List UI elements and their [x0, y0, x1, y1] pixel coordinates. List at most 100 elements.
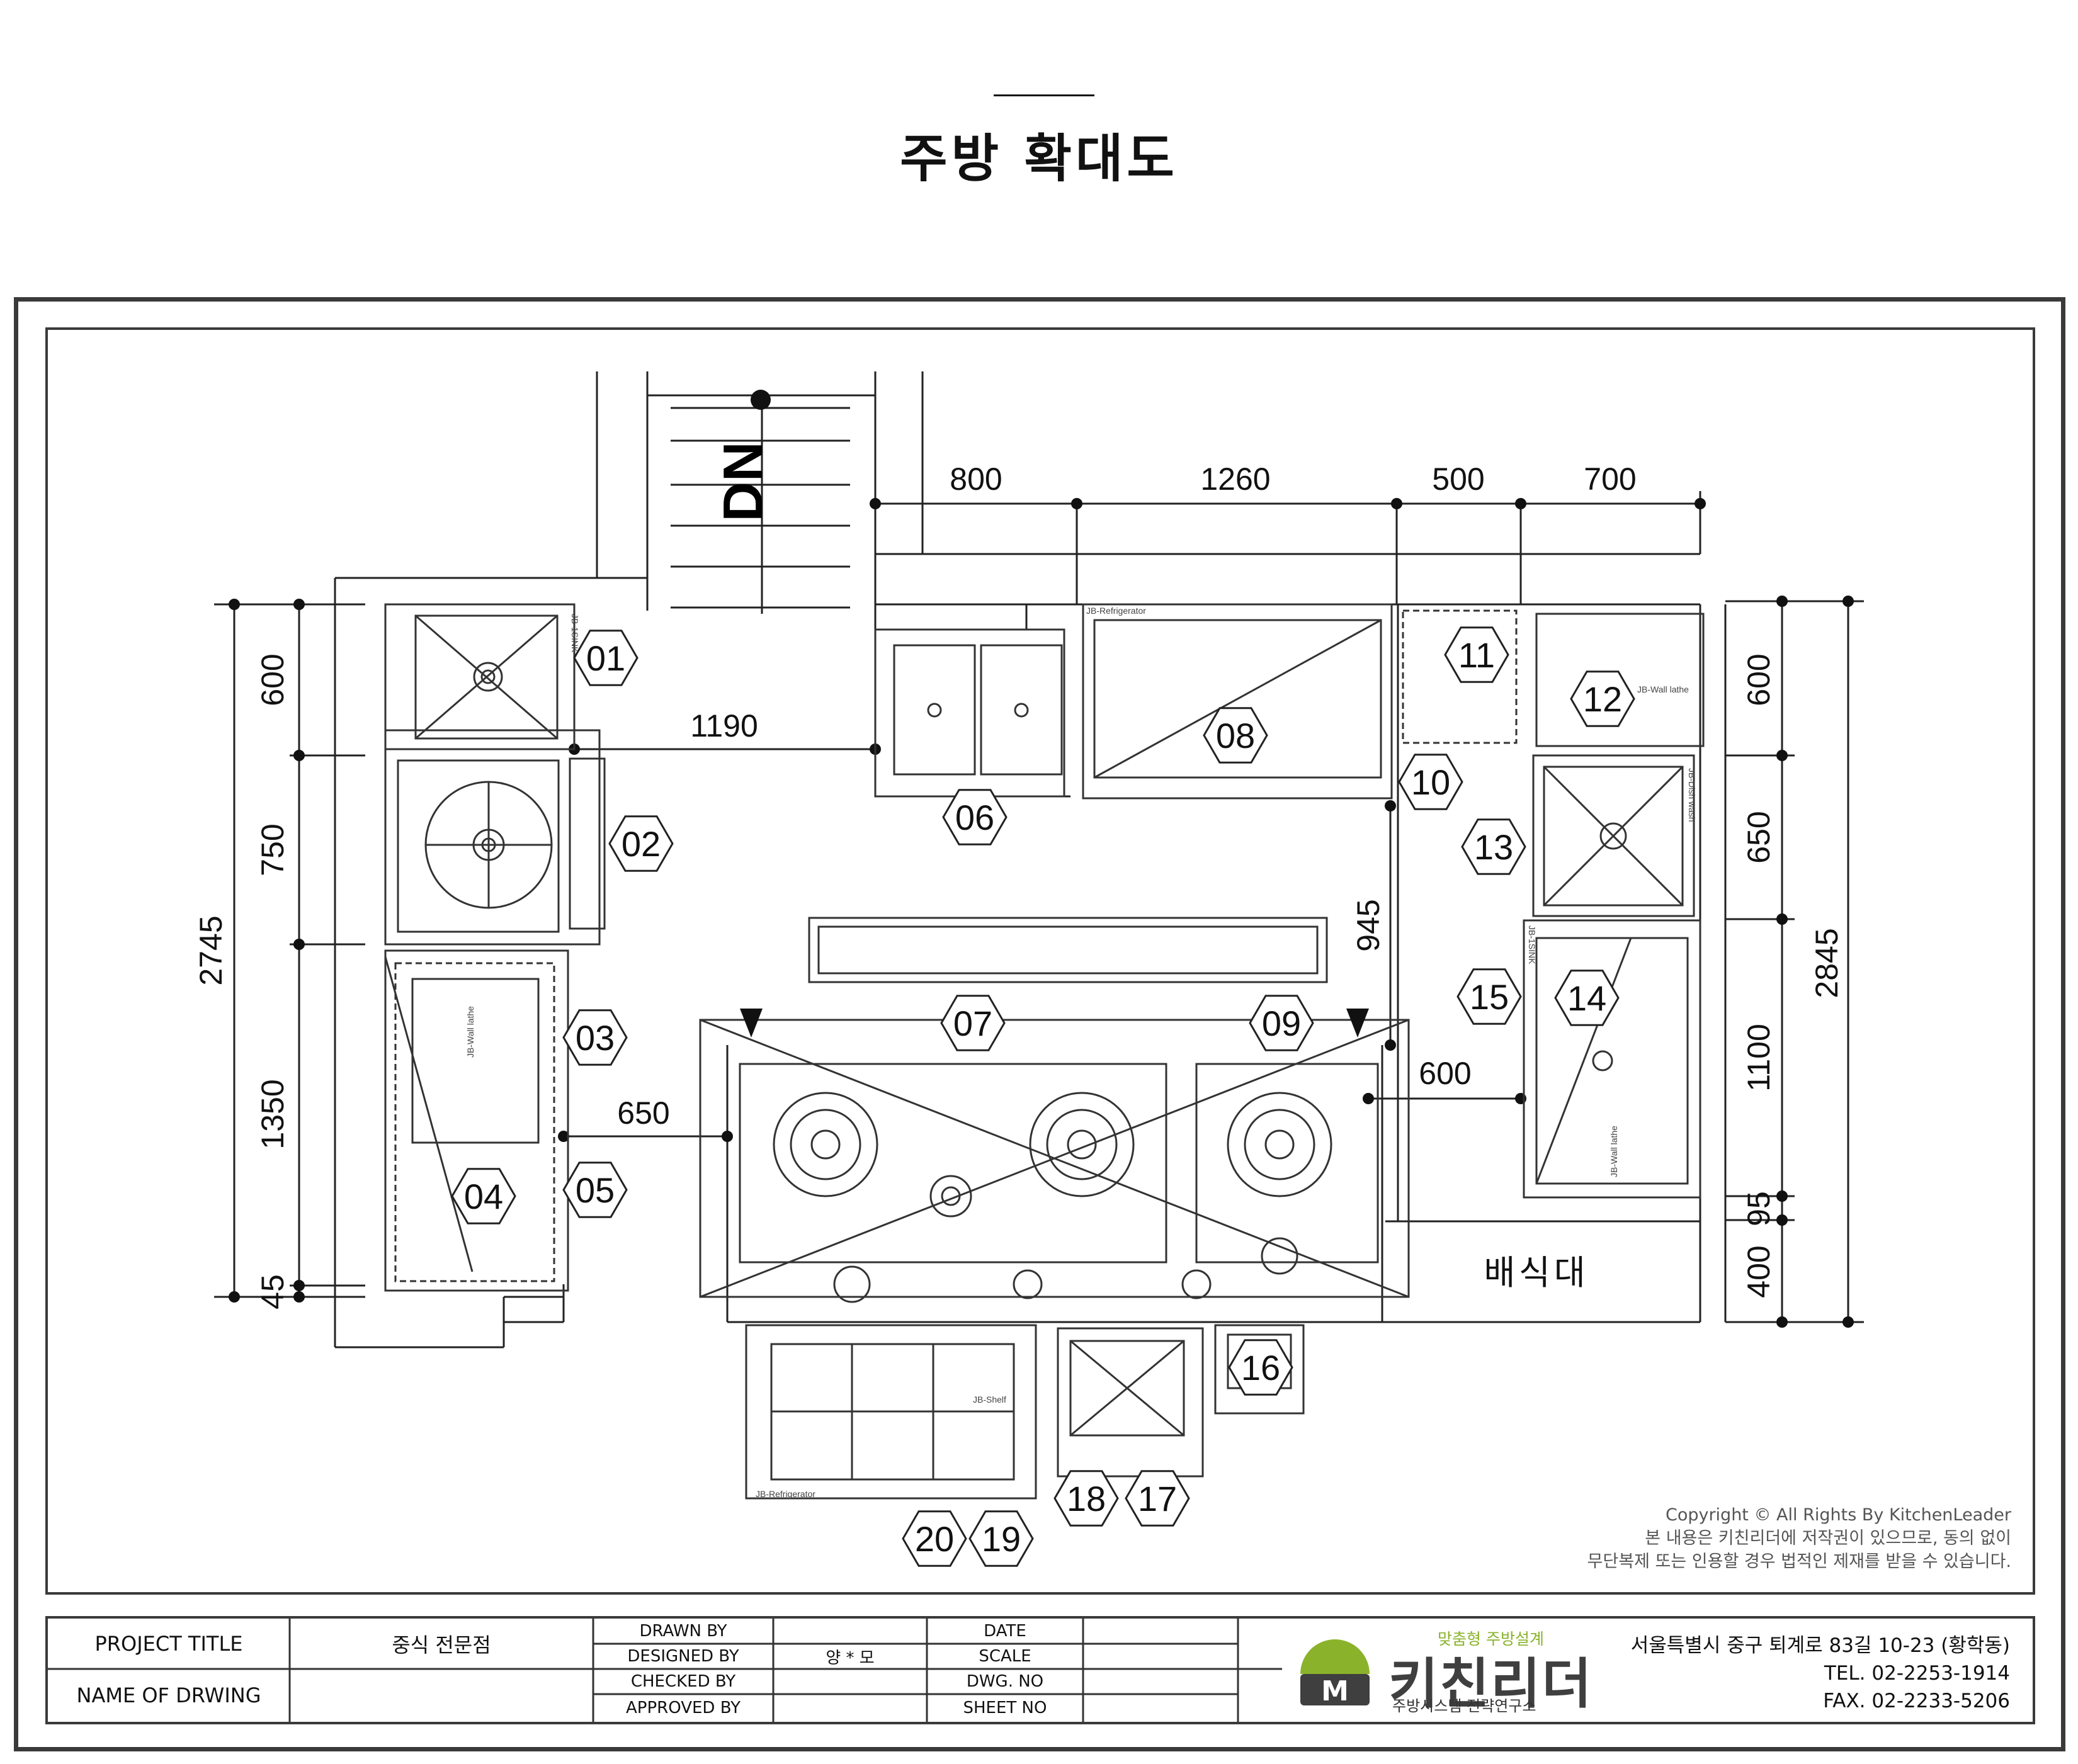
logo-tagline: 맞춤형 주방설계: [1438, 1630, 1544, 1648]
checked-by-label: CHECKED BY: [630, 1672, 736, 1691]
svg-text:M: M: [1321, 1675, 1349, 1707]
item-number-14: 14: [1567, 978, 1606, 1018]
copyright-line-1: Copyright © All Rights By KitchenLeader: [1665, 1505, 2011, 1525]
item-hexagon-14: [1554, 970, 1620, 1026]
company-logo: M 맞춤형 주방설계 키친리더 주방시스템 전략연구소: [1288, 1627, 1615, 1716]
equipment-14-15-sink: [1523, 919, 1701, 1199]
dim-top-4: 700: [1584, 461, 1636, 497]
item-hexagon-08: [1203, 707, 1268, 764]
dimension-dots: [229, 498, 1854, 1328]
equipment-02-range: [384, 729, 601, 946]
logo-wordmark: 키친리더: [1388, 1653, 1593, 1716]
dim-top-3: 500: [1432, 461, 1484, 497]
room-label: 배식대: [1484, 1254, 1589, 1292]
item-number-09: 09: [1262, 1004, 1301, 1043]
item-number-12: 12: [1583, 679, 1622, 719]
tiny-label-sink1: JB-1SINK: [570, 614, 580, 653]
dim-right-5: 400: [1741, 1245, 1776, 1298]
dim-right-2: 650: [1741, 811, 1776, 863]
item-number-15: 15: [1470, 977, 1509, 1017]
item-hexagon-05: [562, 1162, 628, 1218]
item-hexagon-15: [1456, 968, 1522, 1025]
item-number-18: 18: [1067, 1479, 1106, 1518]
tiny-label-wall-lathe-right: JB-Wall lathe: [1637, 684, 1689, 694]
equipment-19-20-refrigerator: [745, 1324, 1037, 1500]
item-number-10: 10: [1411, 762, 1450, 802]
equipment-12-wall-lathe: [1535, 613, 1705, 747]
dim-top-1: 800: [950, 461, 1002, 497]
walls: [334, 371, 1727, 1348]
equipment-17-18: [1057, 1327, 1204, 1478]
dim-inner-600: 600: [1419, 1056, 1471, 1091]
equipment-13-dishwash: [1532, 754, 1695, 917]
item-hexagon-07: [940, 995, 1006, 1051]
company-fax: FAX. 02-2233-5206: [1823, 1690, 2010, 1712]
equipment-03-04: [384, 949, 569, 1292]
drawing-name-label: NAME OF DRWING: [76, 1683, 261, 1707]
tiny-label-sink2: JB-1SINK: [1527, 925, 1537, 964]
equipment-11: [1402, 609, 1518, 744]
tiny-label-shelf: JB-Shelf: [973, 1394, 1006, 1405]
dim-top-2: 1260: [1200, 461, 1270, 497]
dim-right-1: 600: [1741, 653, 1776, 706]
equipment-01-sink: [384, 603, 576, 750]
title-rule: [994, 94, 1094, 96]
dim-left-3: 1350: [255, 1079, 290, 1149]
item-hexagon-03: [562, 1009, 628, 1066]
item-hexagon-13: [1461, 818, 1526, 875]
tiny-labels: JB-1SINK JB-Wall lathe JB-Refrigerator J…: [465, 606, 1697, 1499]
scale-label: SCALE: [979, 1647, 1031, 1666]
copyright-line-2: 본 내용은 키친리더에 저작권이 있으므로, 동의 없이: [1645, 1529, 2011, 1548]
logo-mark-icon: M: [1300, 1639, 1370, 1707]
item-hexagon-12: [1570, 670, 1635, 727]
item-hexagon-17: [1125, 1470, 1190, 1527]
dim-right-3: 1100: [1741, 1024, 1776, 1092]
item-hexagon-16: [1228, 1339, 1293, 1396]
item-hexagon-20: [902, 1510, 967, 1567]
item-number-20: 20: [915, 1519, 954, 1559]
copyright-line-3: 무단복제 또는 인용할 경우 법적인 제재를 받을 수 있습니다.: [1587, 1552, 2011, 1571]
page-title: 주방 확대도: [900, 129, 1178, 189]
item-hexagon-02: [608, 815, 674, 872]
drain-channel: [808, 917, 1328, 983]
drawing-outer-frame: [14, 297, 2065, 1751]
title-block-grid: [48, 1619, 1282, 1722]
dim-left-4: 45: [255, 1274, 290, 1309]
item-number-17: 17: [1138, 1479, 1177, 1518]
dim-left-total: 2745: [193, 915, 229, 985]
item-number-19: 19: [982, 1519, 1021, 1559]
dim-right-4: 95: [1741, 1191, 1776, 1226]
item-number-13: 13: [1474, 827, 1513, 867]
item-hexagon-11: [1444, 626, 1509, 683]
copyright-notice: Copyright © All Rights By KitchenLeader …: [1587, 1503, 2011, 1573]
sheet-no-label: SHEET NO: [963, 1699, 1047, 1717]
stair-marker: [751, 390, 771, 410]
item-number-05: 05: [576, 1170, 615, 1210]
item-number-07: 07: [953, 1004, 992, 1043]
company-contact: 서울특별시 중구 퇴계로 83길 10-23 (황학동) TEL. 02-225…: [1631, 1632, 2010, 1715]
tiny-label-refrigerator-top: JB-Refrigerator: [1086, 606, 1146, 616]
dim-inner-650: 650: [617, 1095, 669, 1131]
tiny-label-refrigerator-bottom: JB-Refrigerator: [756, 1489, 815, 1499]
item-hexagon-09: [1249, 995, 1314, 1051]
dim-inner-1190: 1190: [690, 708, 758, 743]
designed-by-label: DESIGNED BY: [627, 1647, 739, 1666]
equipment-06-sink: [874, 628, 1065, 798]
dim-left-2: 750: [255, 823, 290, 876]
logo-subline: 주방시스템 전략연구소: [1392, 1697, 1536, 1715]
direction-triangles: [740, 1009, 1369, 1037]
stair-label: DN: [712, 441, 774, 521]
item-number-06: 06: [955, 798, 994, 837]
tiny-label-dish-wash: JB-Dish wash: [1687, 768, 1697, 822]
tiny-label-wall-lathe-right2: JB-Wall lathe: [1609, 1126, 1619, 1177]
drawing-inner-frame: [45, 327, 2035, 1595]
item-hexagon-19: [968, 1510, 1034, 1567]
item-number-02: 02: [622, 824, 661, 864]
item-hexagon-18: [1053, 1470, 1119, 1527]
item-number-16: 16: [1241, 1348, 1280, 1388]
item-number-04: 04: [464, 1177, 503, 1216]
dim-inner-945: 945: [1351, 899, 1386, 951]
title-block: PROJECT TITLE 중식 전문점 NAME OF DRWING DRAW…: [45, 1616, 2035, 1724]
